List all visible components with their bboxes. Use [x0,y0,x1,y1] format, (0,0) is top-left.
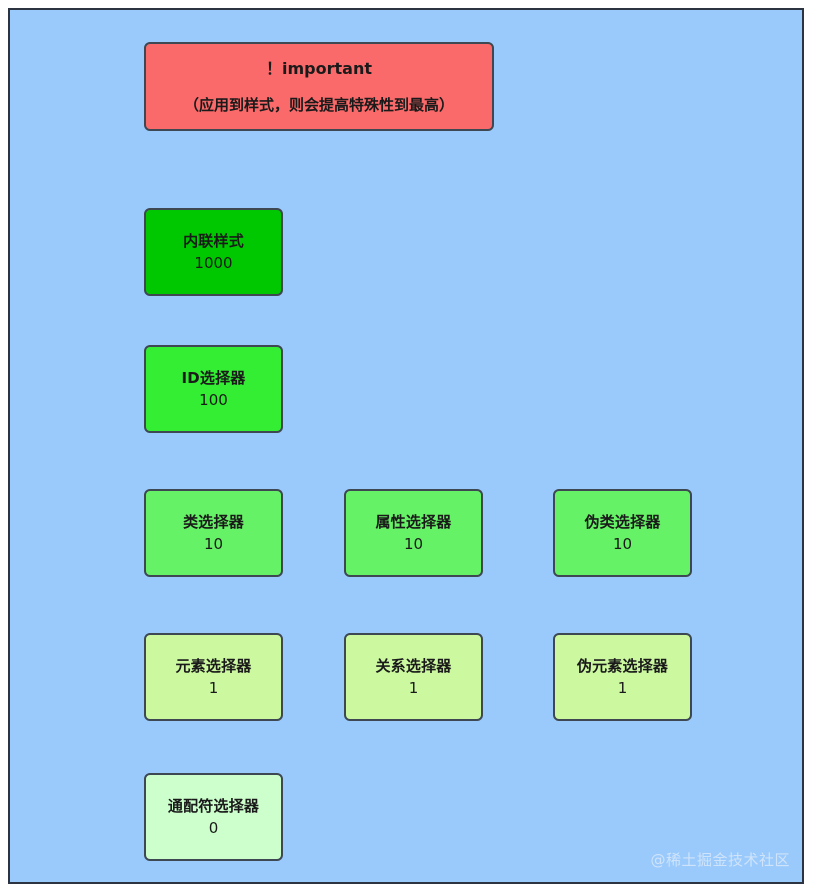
node-wildcard-selector-value: 0 [208,819,219,837]
node-class-selector: 类选择器 10 [144,489,283,577]
node-pseudo-element-selector: 伪元素选择器 1 [553,633,692,721]
node-relation-selector: 关系选择器 1 [344,633,483,721]
node-wildcard-selector: 通配符选择器 0 [144,773,283,861]
watermark: @稀土掘金技术社区 [650,851,790,869]
node-pseudo-element-selector-title: 伪元素选择器 [576,656,669,675]
node-element-selector-value: 1 [208,679,219,697]
node-class-selector-title: 类选择器 [183,512,244,531]
node-id-selector-title: ID选择器 [181,368,246,387]
node-important: ！important （应用到样式，则会提高特殊性到最高） [144,42,494,131]
node-class-selector-value: 10 [203,535,224,553]
node-pseudo-class-selector: 伪类选择器 10 [553,489,692,577]
node-attribute-selector: 属性选择器 10 [344,489,483,577]
node-relation-selector-title: 关系选择器 [375,656,452,675]
node-id-selector-value: 100 [199,391,228,409]
specificity-diagram-canvas: ！important （应用到样式，则会提高特殊性到最高） 内联样式 1000 … [8,8,804,884]
node-relation-selector-value: 1 [408,679,419,697]
node-element-selector: 元素选择器 1 [144,633,283,721]
node-pseudo-element-selector-value: 1 [617,679,628,697]
node-pseudo-class-selector-value: 10 [612,535,633,553]
node-wildcard-selector-title: 通配符选择器 [167,796,260,815]
node-inline-style-value: 1000 [194,254,233,272]
node-pseudo-class-selector-title: 伪类选择器 [584,512,661,531]
node-inline-style: 内联样式 1000 [144,208,283,296]
node-element-selector-title: 元素选择器 [175,656,252,675]
node-id-selector: ID选择器 100 [144,345,283,433]
node-attribute-selector-value: 10 [403,535,424,553]
node-inline-style-title: 内联样式 [183,231,244,250]
node-important-line1: ！important [266,58,372,78]
node-important-line2: （应用到样式，则会提高特殊性到最高） [183,96,454,115]
node-attribute-selector-title: 属性选择器 [375,512,452,531]
